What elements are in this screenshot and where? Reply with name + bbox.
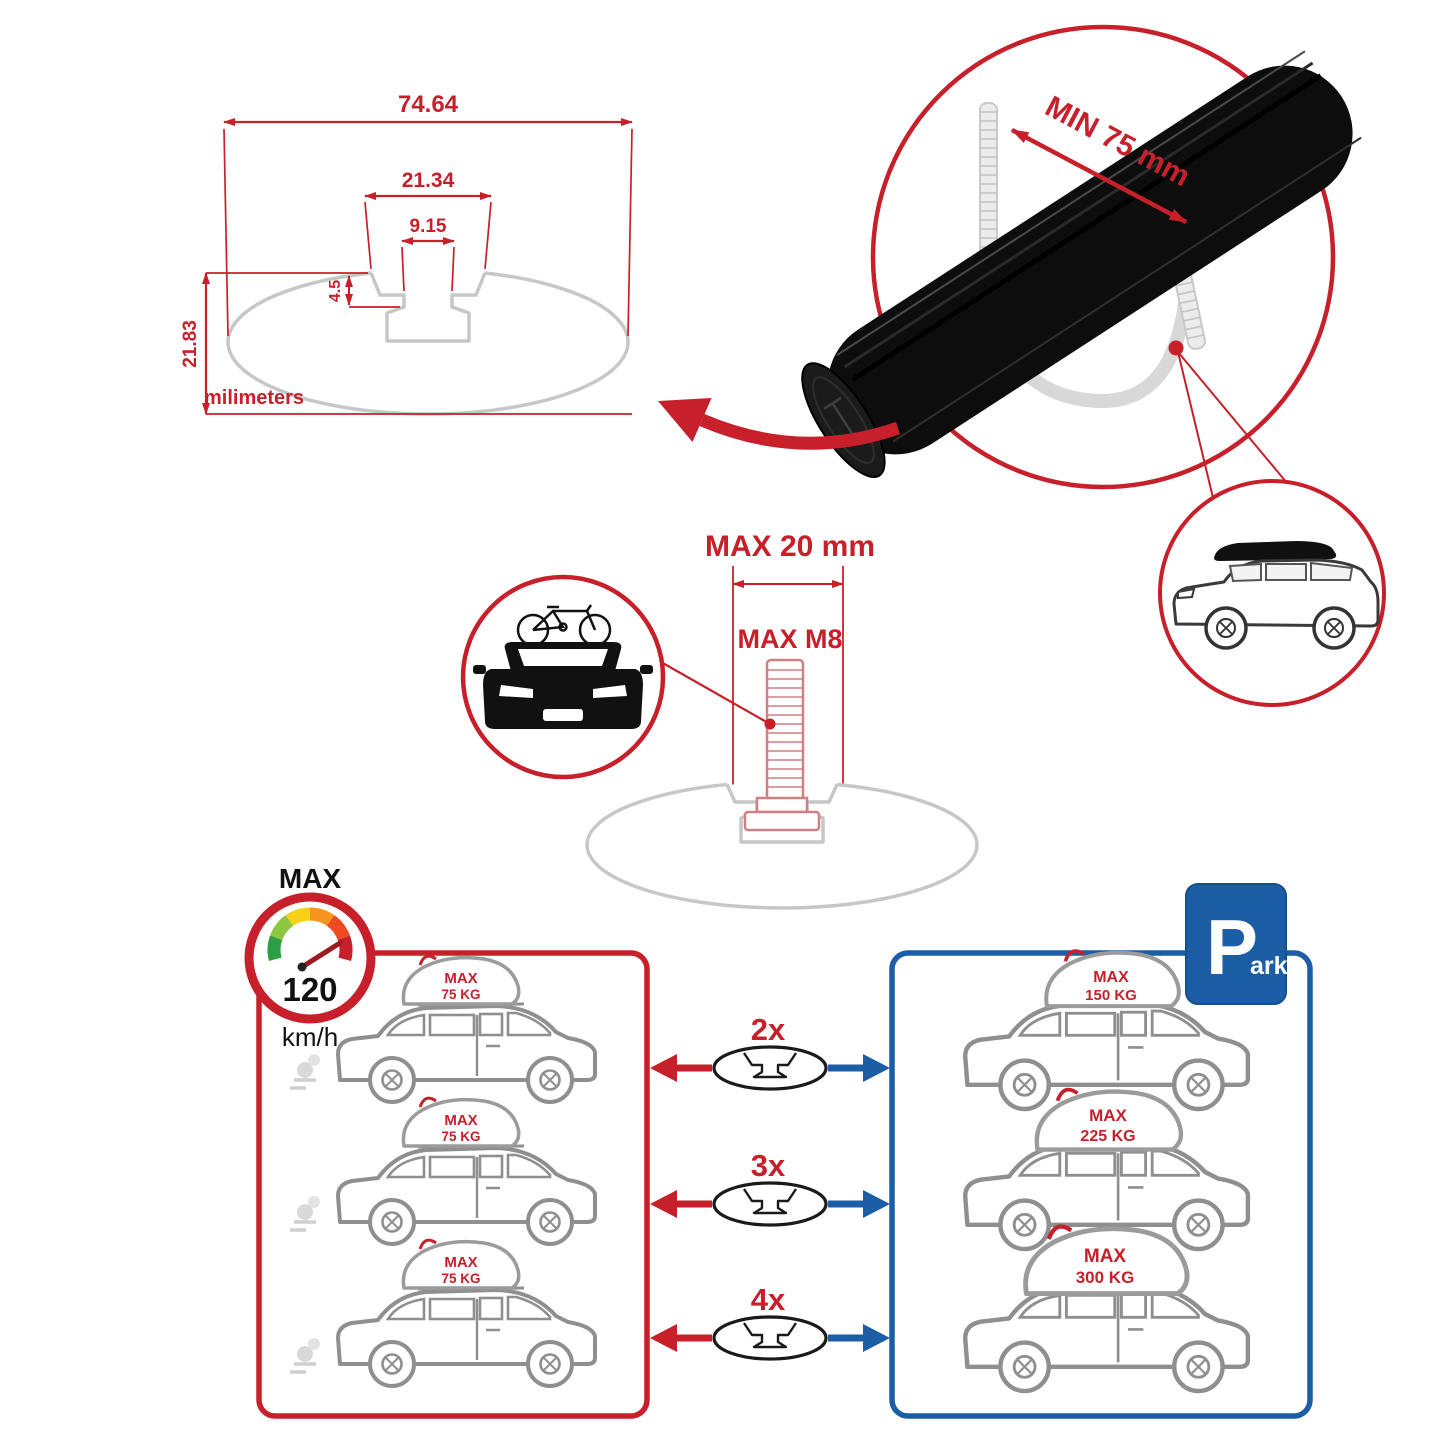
t-bolt <box>743 658 821 832</box>
bicycle-icon <box>516 604 612 647</box>
bag-max-label: MAX <box>444 1254 477 1271</box>
park-sign-rest: ark <box>1250 952 1288 980</box>
gauge-arcs <box>267 907 353 961</box>
roof-box <box>1214 541 1337 561</box>
dim-channel-outer-width: 21.34 <box>402 169 455 192</box>
bolt-diagram: MAX 20 mm MAX M8 <box>585 530 979 910</box>
bag-weight-label: 75 KG <box>441 1129 480 1144</box>
suv-with-roofbox <box>1172 541 1380 650</box>
gauge-needle-hub <box>297 962 307 972</box>
bag-weight-label: 75 KG <box>441 987 480 1002</box>
profile-dimension-drawing: 74.64 21.34 9.15 4.5 21.83 milimeters <box>180 91 633 416</box>
speed-value: 120 <box>282 971 337 1008</box>
mirror <box>473 665 486 674</box>
speed-units: km/h <box>282 1022 338 1052</box>
bolt-max-length-label: MAX 20 mm <box>705 530 875 563</box>
bag-weight-label: 150 KG <box>1085 987 1137 1004</box>
crossbar-profile-icon <box>712 1315 828 1361</box>
bolt-max-thread-label: MAX M8 <box>737 624 842 654</box>
crossbar-profile-icon <box>712 1045 828 1091</box>
headlight <box>593 685 627 698</box>
bag-max-label: MAX <box>1093 969 1129 986</box>
dim-channel-inner-width: 9.15 <box>410 216 447 237</box>
clamp-pointer-dot <box>1168 340 1184 356</box>
dimension-lines <box>202 118 633 415</box>
thread-pointer-dot <box>764 718 776 730</box>
crossbar-profile-icon <box>712 1181 828 1227</box>
closeup-to-profile-arrow <box>658 398 901 450</box>
headlight <box>499 685 533 698</box>
bag-weight-label: 300 KG <box>1076 1268 1135 1287</box>
speed-max-label: MAX <box>279 863 342 894</box>
suv-roofbox-detail <box>1158 351 1386 707</box>
crossbar-closeup: MIN 75 mm <box>801 24 1362 490</box>
bag-weight-label: 75 KG <box>441 1271 480 1286</box>
mirror <box>640 665 653 674</box>
bag-max-label: MAX <box>444 970 477 987</box>
leader-line <box>1177 351 1293 490</box>
load-capacity-section: MAX 75 KG MAX 75 KG MAX 75 KG MAX 150 KG… <box>244 863 1313 1419</box>
crossbar-3d <box>801 50 1362 478</box>
car-front-with-bike <box>473 604 653 729</box>
headlight <box>1177 587 1196 600</box>
multiplier-label: 4x <box>751 1282 786 1317</box>
bike-car-detail <box>460 574 666 780</box>
bolt-profile-ellipse <box>585 782 979 910</box>
min-clearance-arrow <box>1010 128 1188 224</box>
bag-max-label: MAX <box>444 1112 477 1129</box>
dim-total-height: 21.83 <box>180 320 201 368</box>
dim-channel-step-depth: 4.5 <box>327 280 344 302</box>
speed-limit-gauge: MAX 120 <box>244 863 376 1024</box>
multiplier-label: 2x <box>751 1012 786 1047</box>
leader-line <box>1177 351 1215 503</box>
leader-line <box>660 661 771 725</box>
gauge-needle <box>299 940 343 970</box>
multiplier-label: 3x <box>751 1148 786 1183</box>
bag-max-label: MAX <box>1089 1106 1127 1125</box>
bolt-dimension-lines <box>732 566 844 792</box>
park-sign: P ark <box>1185 883 1288 1005</box>
bag-weight-label: 225 KG <box>1080 1128 1135 1145</box>
profile-channel-outline <box>369 272 487 343</box>
license-plate <box>543 709 583 721</box>
park-sign-letter: P <box>1206 903 1258 991</box>
bag-max-label: MAX <box>1084 1246 1127 1267</box>
units-label: milimeters <box>204 387 304 409</box>
dim-total-width: 74.64 <box>398 91 459 118</box>
